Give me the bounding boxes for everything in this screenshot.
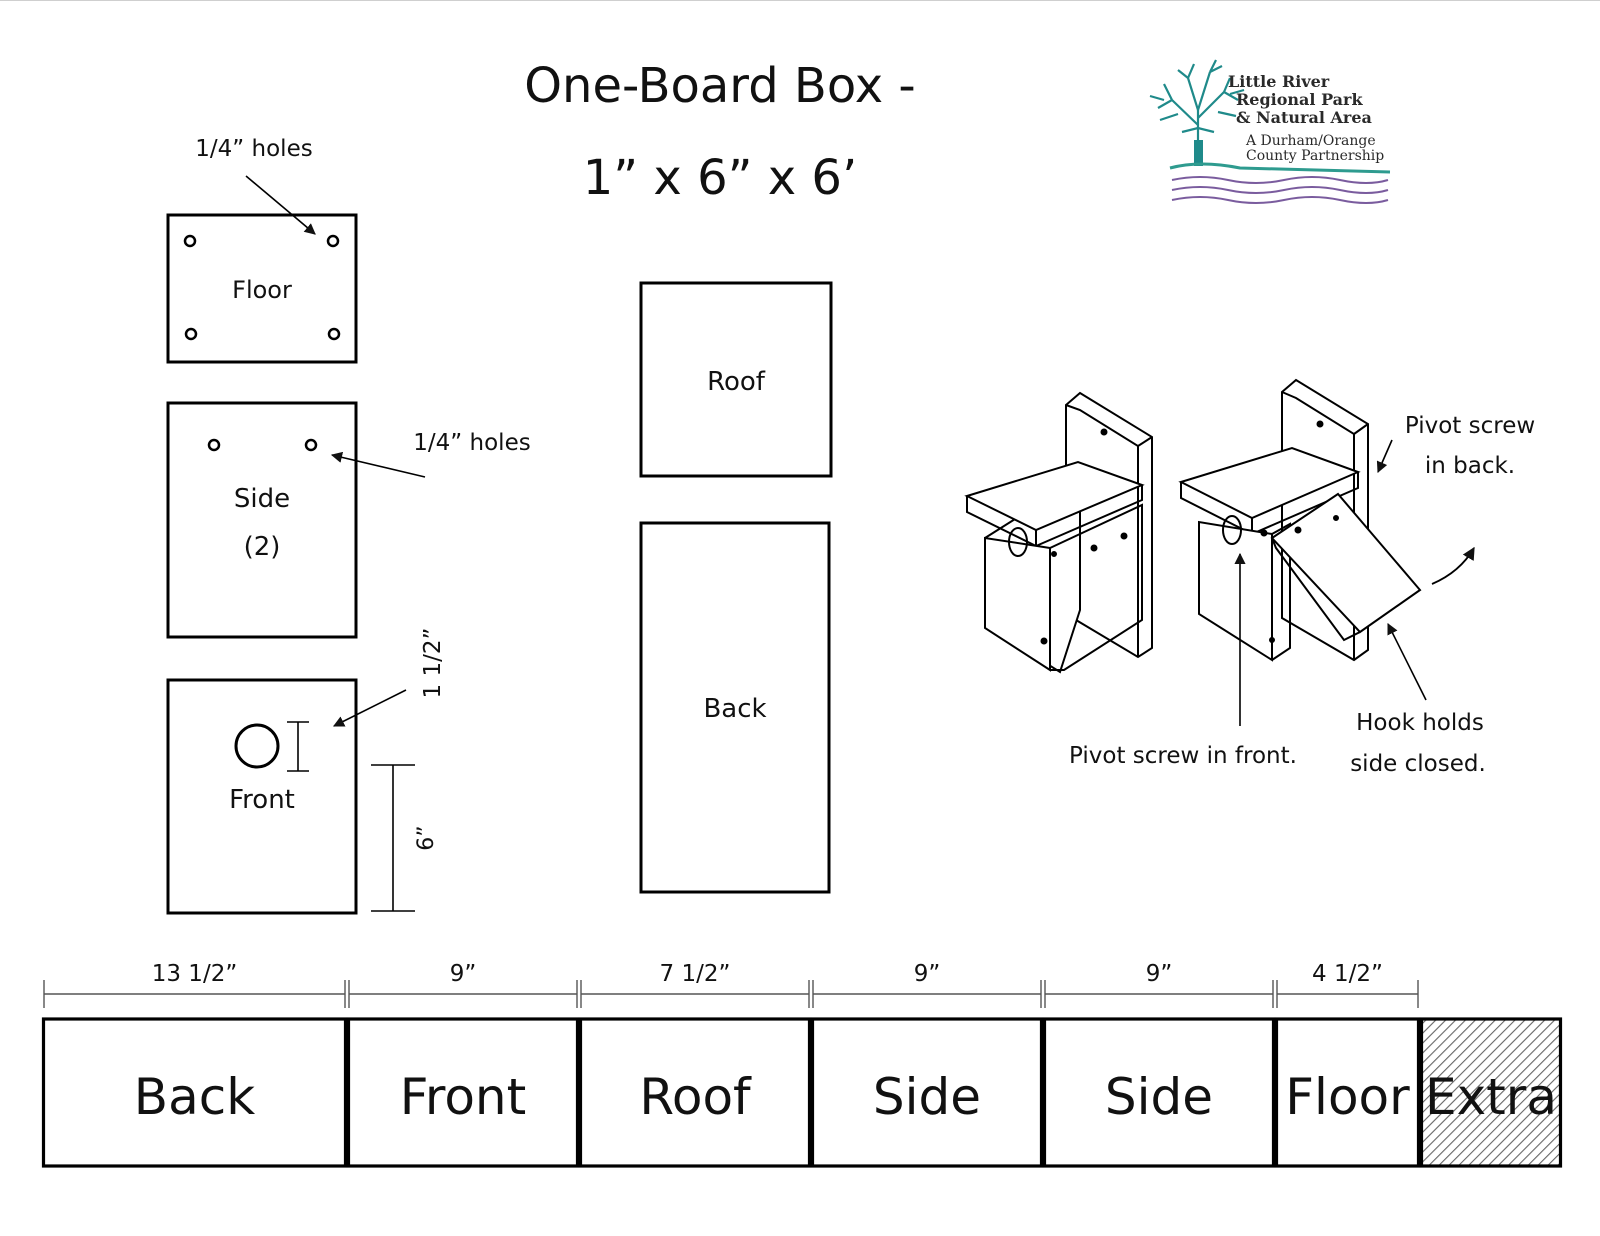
front-entrance-hole [234,723,280,769]
dimension-label: 9” [1146,961,1173,987]
side-hole [207,438,221,452]
dimension-label: 4 1/2” [1312,961,1383,987]
roof-label: Roof [707,367,766,397]
title-line-2: 1” x 6” x 6’ [582,150,858,206]
birdhouse-open-illustration [1178,378,1422,662]
top-border [0,0,1600,1]
park-logo: Little River Regional Park & Natural Are… [1149,59,1391,204]
hole-height-arrow [332,689,407,727]
pivot-back-label-1: Pivot screw [1405,413,1535,439]
dimension-label: 9” [450,961,477,987]
tree-icon [1149,59,1245,158]
pivot-back-arrow [1376,439,1393,474]
side-holes-label: 1/4” holes [413,430,530,456]
cut-segment-label: Back [134,1068,255,1126]
back-label: Back [703,694,766,724]
cut-board-layout: Back 13 1/2” Front 9” Roof 7 1/2” Side 9” Side 9”… [41,961,1563,1168]
swing-arrow [1431,546,1475,585]
dimension-label: 7 1/2” [660,961,731,987]
cut-segment-label: Extra [1425,1068,1557,1126]
pivot-back-label-2: in back. [1425,453,1515,479]
side-count: (2) [244,532,281,562]
floor-piece: Floor [166,213,358,364]
cut-segment-label: Side [1105,1068,1213,1126]
logo-line-4: A Durham/Orange [1245,133,1376,149]
floor-label: Floor [232,276,292,304]
floor-hole [327,327,341,341]
side-holes-arrow [330,451,426,478]
front-piece: Front [166,678,358,915]
logo-line-1: Little River [1228,72,1330,91]
dimension-label: 9” [914,961,941,987]
hook-arrow [1387,622,1427,701]
front-label: Front [229,785,295,815]
hole-height-dimension [287,721,309,772]
ground-icon [1169,162,1391,174]
back-piece: Back [639,521,831,894]
cut-segment-front [346,1017,580,1168]
front-height-label: 6” [414,825,439,850]
cut-segment-label: Floor [1285,1068,1410,1126]
floor-hole [184,327,198,341]
title-line-1: One-Board Box - [524,58,916,114]
tree-trunk-icon [1194,140,1203,166]
logo-line-5: County Partnership [1246,148,1384,164]
water-wave-icon [1171,176,1389,184]
roof-piece: Roof [639,281,833,478]
front-height-dimension [371,764,415,912]
side-piece: Side (2) [166,401,358,639]
side-label: Side [234,484,290,514]
cut-segment-floor [1274,1017,1421,1168]
dimension-label: 13 1/2” [152,961,238,987]
cut-segment-label: Roof [639,1068,752,1126]
floor-hole [326,234,340,248]
water-wave-icon [1171,196,1389,204]
cut-segment-side [1042,1017,1276,1168]
cut-segment-label: Front [400,1068,526,1126]
cut-segment-roof [578,1017,812,1168]
cut-segment-back [41,1017,348,1168]
logo-line-2: Regional Park [1236,90,1363,109]
cut-segment-side [810,1017,1044,1168]
logo-line-3: & Natural Area [1236,108,1372,127]
side-hole [304,438,318,452]
floor-hole [183,234,197,248]
cut-segment-label: Side [873,1068,981,1126]
birdhouse-closed-illustration [964,391,1153,674]
floor-holes-arrow [245,175,316,235]
hook-label-2: side closed. [1350,751,1486,777]
hole-height-label: 1 1/2” [420,628,446,699]
pivot-front-label: Pivot screw in front. [1069,743,1297,769]
water-wave-icon [1171,186,1389,194]
cut-segment-extra [1419,1017,1563,1168]
hook-label-1: Hook holds [1356,710,1484,736]
floor-holes-label: 1/4” holes [195,136,312,162]
